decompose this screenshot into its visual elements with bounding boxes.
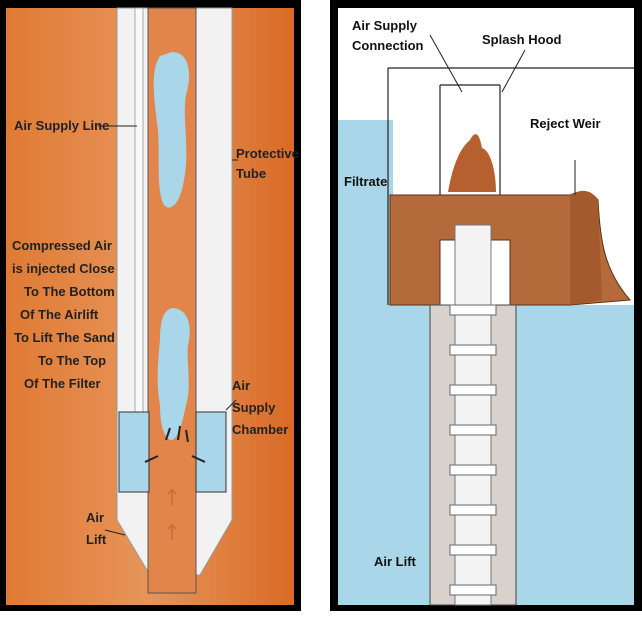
description-line: Of The Filter xyxy=(24,376,101,391)
tube-label: Tube xyxy=(236,166,266,181)
description-line: is injected Close xyxy=(12,261,115,276)
supply-label: Supply xyxy=(232,400,276,415)
airlift-cross-section-diagram: Air Supply Line Protective Tube Compress… xyxy=(0,0,301,611)
filtrate-water-left xyxy=(338,120,393,605)
chamber-label: Chamber xyxy=(232,422,288,437)
filtrate-label: Filtrate xyxy=(344,174,387,189)
splash-hood-diagram: Air Supply Connection Splash Hood Reject… xyxy=(330,0,642,611)
reject-weir-label: Reject Weir xyxy=(530,116,601,131)
air-label: Air xyxy=(232,378,250,393)
splash-hood-panel: Air Supply Connection Splash Hood Reject… xyxy=(330,0,642,611)
description-line: To Lift The Sand xyxy=(14,330,115,345)
air-lift-label-lift: Lift xyxy=(86,532,107,547)
description-line: Of The Airlift xyxy=(20,307,99,322)
reject-weir xyxy=(570,191,602,305)
airlift-cross-section-panel: Air Supply Line Protective Tube Compress… xyxy=(0,0,301,611)
protective-label: Protective xyxy=(236,146,299,161)
air-supply-line-label: Air Supply Line xyxy=(14,118,109,133)
splash-hood-label: Splash Hood xyxy=(482,32,562,47)
description-line: Compressed Air xyxy=(12,238,112,253)
air-supply-label: Air Supply xyxy=(352,18,418,33)
air-supply-chamber-right xyxy=(196,412,226,492)
air-supply-chamber-left xyxy=(119,412,149,492)
description-line: To The Bottom xyxy=(24,284,115,299)
air-lift-label-air: Air xyxy=(86,510,104,525)
air-lift-label: Air Lift xyxy=(374,554,417,569)
description-line: To The Top xyxy=(38,353,106,368)
connection-label: Connection xyxy=(352,38,424,53)
air-supply-line xyxy=(135,8,143,428)
